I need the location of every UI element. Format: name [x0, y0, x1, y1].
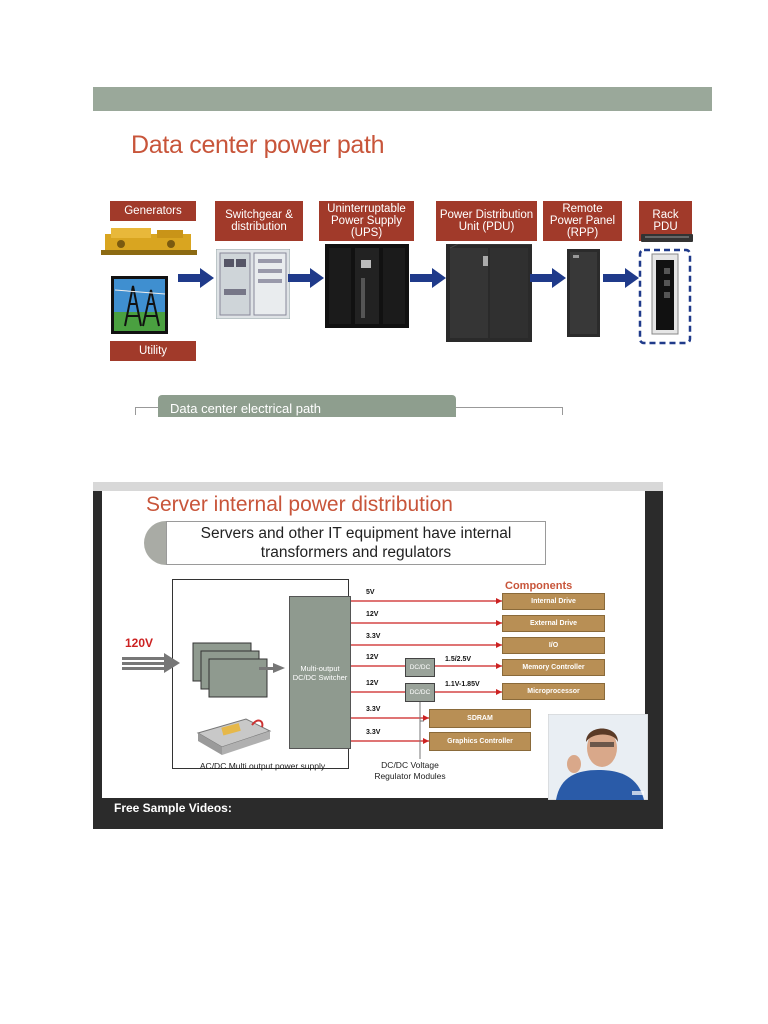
server-power-video[interactable]: Server internal power distribution Serve…: [93, 482, 663, 829]
arrow-right-icon: [178, 268, 214, 288]
component-memory-controller: Memory Controller: [502, 659, 605, 676]
components-heading: Components: [505, 580, 573, 592]
psu-caption: AC/DC Multi output power supply: [199, 761, 326, 771]
arrow-right-icon: [410, 268, 446, 288]
caption-area: Data center electrical path: [135, 395, 563, 417]
transformer-stack-image: [192, 642, 285, 698]
arrow-right-icon: [530, 268, 566, 288]
regulator-caption: DC/DC Voltage Regulator Modules: [374, 760, 446, 781]
dcdc-module: DC/DC: [405, 683, 435, 702]
voltage-label: 12V: [366, 611, 379, 618]
input-arrow-icon: [122, 653, 180, 673]
wire-arrowhead: [496, 620, 502, 626]
sub-voltage-label: 1.1V-1.85V: [445, 681, 480, 688]
slide-title: Data center power path: [131, 131, 385, 159]
regulator-pointer: [419, 702, 424, 759]
wire-arrowhead: [496, 663, 502, 669]
caption-tab: Data center electrical path: [158, 395, 456, 417]
switchgear-image: [216, 249, 290, 319]
free-sample-videos-label: Free Sample Videos:: [114, 801, 232, 815]
voltage-label: 3.3V: [366, 729, 381, 736]
voltage-label: 12V: [366, 654, 379, 661]
presenter-webcam[interactable]: [548, 714, 648, 800]
component-io: I/O: [502, 637, 605, 654]
component-external-drive: External Drive: [502, 615, 605, 632]
arrow-right-icon: [288, 268, 324, 288]
input-voltage-label: 120V: [125, 636, 154, 650]
voltage-label: 5V: [366, 589, 375, 596]
rpp-image: [567, 249, 600, 337]
psu-photo: [196, 718, 272, 755]
component-internal-drive: Internal Drive: [502, 593, 605, 610]
sub-voltage-label: 1.5/2.5V: [445, 656, 472, 663]
wire-arrowhead: [496, 642, 502, 648]
wiring-diagram: [351, 598, 502, 759]
wire-arrowhead: [496, 689, 502, 695]
component-sdram: SDRAM: [429, 709, 531, 728]
ups-label: Uninterruptable Power Supply (UPS): [319, 201, 414, 241]
utility-tower-image: [111, 276, 168, 334]
dcdc-switcher: Multi-output DC/DC Switcher: [289, 596, 351, 749]
rack-pdu-strip-image: [641, 234, 693, 242]
power-path-slide: Data center power path Generators Switch…: [93, 87, 712, 417]
slide-subtitle: Servers and other IT equipment have inte…: [166, 521, 546, 565]
switchgear-label: Switchgear & distribution: [215, 201, 303, 241]
generator-image: [101, 228, 197, 255]
caption-rule-tick: [562, 407, 563, 415]
ups-image: [325, 244, 409, 328]
wire-arrowhead: [423, 715, 429, 721]
wire-arrowhead: [423, 738, 429, 744]
component-graphics-controller: Graphics Controller: [429, 732, 531, 751]
voltage-label: 3.3V: [366, 633, 381, 640]
arrow-right-icon: [603, 268, 639, 288]
slide-header-bar: [93, 87, 712, 111]
voltage-label: 3.3V: [366, 706, 381, 713]
video-top-strip: [93, 482, 663, 491]
wire-arrowhead: [496, 598, 502, 604]
pdu-label: Power Distribution Unit (PDU): [436, 201, 537, 241]
rpp-label: Remote Power Panel (RPP): [543, 201, 622, 241]
caption-rule-tick: [135, 407, 136, 415]
dcdc-module: DC/DC: [405, 658, 435, 677]
voltage-label: 12V: [366, 680, 379, 687]
pdu-image: [446, 244, 532, 342]
utility-label: Utility: [110, 341, 196, 361]
generators-label: Generators: [110, 201, 196, 221]
rack-image: [638, 248, 692, 345]
slide-title: Server internal power distribution: [146, 493, 453, 516]
component-microprocessor: Microprocessor: [502, 683, 605, 700]
